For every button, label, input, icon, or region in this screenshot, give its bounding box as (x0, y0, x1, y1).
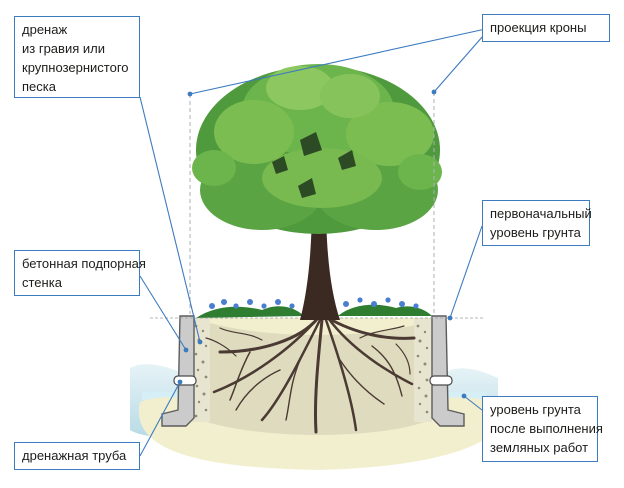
tree-trunk (300, 200, 340, 320)
callout-line-retaining-wall (139, 275, 187, 351)
label-ground-after: уровень грунта после выполнения земляных… (482, 396, 603, 462)
label-ground-after-line-3: земляных работ (490, 440, 589, 455)
callout-line-drainage (139, 96, 201, 343)
callout-dot-crown-right (431, 89, 437, 95)
retaining-wall-right (431, 315, 465, 427)
label-drainage-line-4: песка (22, 79, 56, 94)
callout-dot-crown-left (187, 91, 193, 97)
callout-lines (139, 27, 491, 457)
label-ground-after-line-2: после выполнения (490, 421, 603, 436)
callout-dot-original-ground (447, 315, 453, 321)
label-retaining-wall-line-1: бетонная подпорная (22, 256, 146, 271)
callout-dot-drainage (197, 339, 203, 345)
retaining-wall-left (161, 315, 195, 427)
tree-roots (205, 316, 416, 434)
label-drainage: дренаж из гравия или крупнозернистого пе… (14, 16, 140, 98)
grass-strip (196, 297, 432, 318)
label-drainage-line-1: дренаж (22, 22, 68, 37)
label-original-ground-line-2: уровень грунта (490, 225, 581, 240)
label-retaining-wall-line-2: стенка (22, 275, 62, 290)
callout-line-ground-after (463, 395, 483, 411)
label-drainage-line-2: из гравия или (22, 41, 105, 56)
label-original-ground-line-1: первоначальный (490, 206, 592, 221)
gravel-drainage-right (414, 318, 432, 422)
callout-dot-drain-pipe (177, 379, 183, 385)
drain-pipe-right (429, 375, 453, 386)
callout-line-crown-right (433, 27, 491, 93)
label-ground-after-line-1: уровень грунта (490, 402, 581, 417)
callout-line-drain-pipe (139, 381, 181, 457)
label-drain-pipe-line-1: дренажная труба (22, 448, 127, 463)
callout-dot-ground-after (461, 393, 467, 399)
drain-pipe-left (173, 375, 197, 386)
tree-crown (192, 64, 442, 234)
callout-line-crown-left (189, 27, 491, 95)
label-retaining-wall: бетонная подпорная стенка (14, 250, 146, 296)
label-original-ground: первоначальный уровень грунта (482, 200, 592, 246)
callout-dot-retaining-wall (183, 347, 189, 353)
label-crown-projection: проекция кроны (482, 14, 610, 42)
label-drain-pipe: дренажная труба (14, 442, 140, 470)
label-drainage-line-3: крупнозернистого (22, 60, 129, 75)
callout-line-original-ground (449, 225, 483, 319)
label-crown-projection-line-1: проекция кроны (490, 20, 587, 35)
